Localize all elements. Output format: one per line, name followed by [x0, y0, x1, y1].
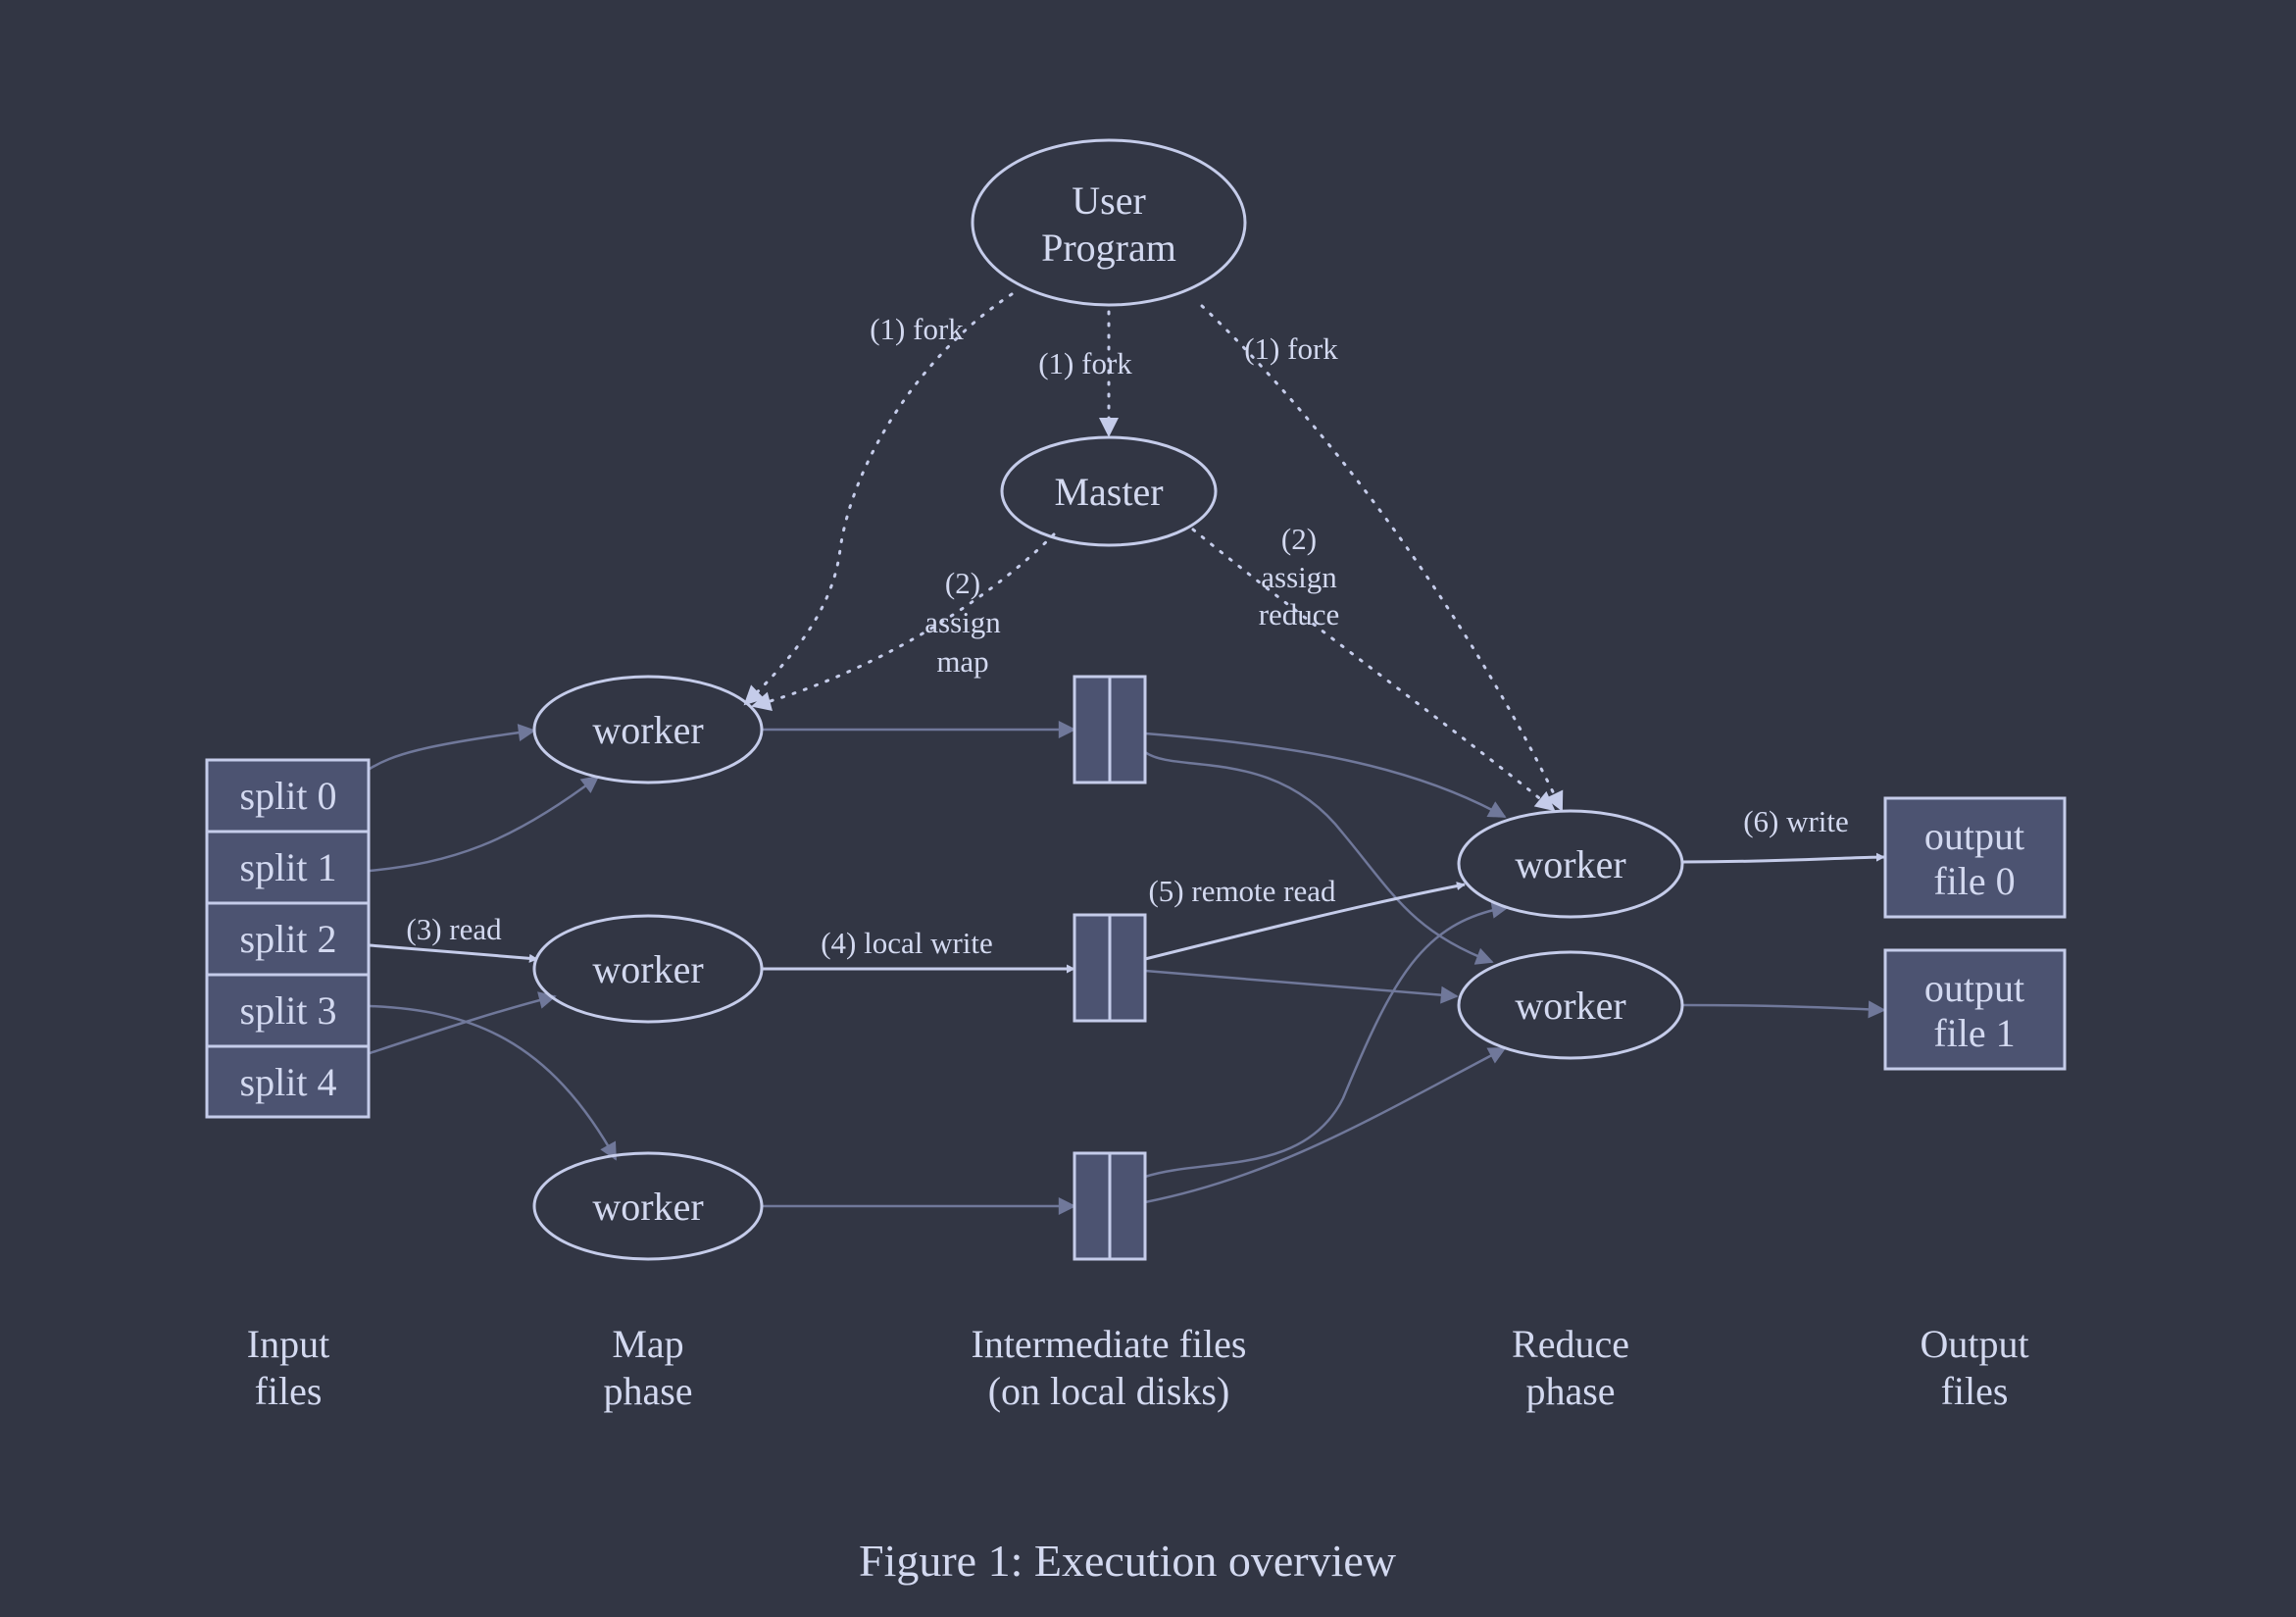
- edge-split1-worker1: [369, 775, 600, 873]
- fork-label-center: (1) fork: [1038, 346, 1132, 380]
- output-file-1-line2: file 1: [1933, 1011, 2015, 1055]
- user-program-label-line2: Program: [1041, 226, 1176, 270]
- input-splits: split 0 split 1 split 2 split 3 split 4: [205, 758, 371, 1119]
- edge-reduce1-output0: [1681, 852, 1885, 864]
- map-worker-3: worker: [532, 1151, 764, 1261]
- master-node: Master: [1000, 435, 1218, 547]
- write-label: (6) write: [1743, 804, 1849, 838]
- output-file-0-line1: output: [1924, 814, 2024, 858]
- edge-split3-worker3: [369, 1004, 618, 1161]
- column-output-line2: files: [1941, 1369, 2009, 1413]
- assign-map-label-line2: assign: [924, 605, 1001, 639]
- map-worker-1-label: worker: [592, 708, 703, 752]
- edge-file1-reduce2: [1144, 750, 1494, 965]
- column-intermediate-line2: (on local disks): [988, 1369, 1230, 1413]
- intermediate-file-1: [1073, 675, 1147, 784]
- split-2-box: [205, 901, 371, 977]
- read-label: (3) read: [406, 912, 502, 946]
- column-input-line1: Input: [247, 1322, 329, 1366]
- reduce-worker-2: worker: [1457, 950, 1684, 1060]
- assign-map-label-line1: (2): [945, 566, 980, 600]
- split-2-label: split 2: [240, 917, 337, 961]
- assign-reduce-label-line2: assign: [1261, 560, 1337, 594]
- split-3-label: split 3: [240, 988, 337, 1033]
- assign-reduce-label-line3: reduce: [1259, 597, 1340, 632]
- split-0-box: [205, 758, 371, 834]
- split-4-box: [205, 1044, 371, 1119]
- fork-label-right: (1) fork: [1244, 331, 1338, 366]
- fork-label-left: (1) fork: [870, 312, 964, 346]
- column-input-line2: files: [255, 1369, 323, 1413]
- edge-split2-worker2: [369, 943, 538, 963]
- split-0-label: split 0: [240, 774, 337, 818]
- split-3-box: [205, 973, 371, 1048]
- assign-reduce-edge: [1191, 528, 1556, 812]
- fork-edge-to-reduce-worker: [1200, 304, 1564, 812]
- map-worker-2-label: worker: [592, 947, 703, 991]
- output-file-0-line2: file 0: [1933, 859, 2015, 903]
- figure-caption: Figure 1: Execution overview: [859, 1536, 1397, 1586]
- output-file-0: output file 0: [1883, 796, 2067, 919]
- column-map-line2: phase: [603, 1369, 692, 1413]
- local-write-label: (4) local write: [821, 926, 993, 960]
- edge-file3-reduce1: [1144, 900, 1510, 1179]
- split-4-label: split 4: [240, 1060, 337, 1104]
- output-file-1: output file 1: [1883, 948, 2067, 1071]
- map-worker-2: worker: [532, 914, 764, 1024]
- reduce-worker-2-label: worker: [1515, 984, 1625, 1028]
- edge-file1-reduce1: [1144, 732, 1507, 819]
- column-output-line1: Output: [1920, 1322, 2028, 1366]
- column-reduce-line1: Reduce: [1512, 1322, 1629, 1366]
- fork-edge-to-map-worker: [743, 292, 1014, 706]
- master-label: Master: [1054, 470, 1163, 514]
- output-file-1-line1: output: [1924, 966, 2024, 1010]
- reduce-worker-1-label: worker: [1515, 842, 1625, 886]
- user-program-node: User Program: [971, 138, 1247, 307]
- remote-read-label: (5) remote read: [1148, 874, 1336, 908]
- reduce-worker-1: worker: [1457, 809, 1684, 919]
- split-1-label: split 1: [240, 845, 337, 889]
- intermediate-file-2: [1073, 913, 1147, 1023]
- edge-file2-reduce1: [1144, 882, 1466, 961]
- user-program-label-line1: User: [1072, 178, 1146, 223]
- column-reduce-line2: phase: [1525, 1369, 1615, 1413]
- assign-map-label-line3: map: [936, 644, 988, 679]
- edge-split0-worker1: [369, 724, 536, 771]
- column-intermediate-line1: Intermediate files: [972, 1322, 1247, 1366]
- intermediate-file-3: [1073, 1151, 1147, 1261]
- map-worker-3-label: worker: [592, 1185, 703, 1229]
- column-map-line1: Map: [612, 1322, 683, 1366]
- edge-file3-reduce2: [1144, 1046, 1507, 1204]
- edge-split4-worker2: [369, 991, 557, 1055]
- edge-reduce2-output1: [1681, 1000, 1886, 1019]
- assign-reduce-label-line1: (2): [1281, 522, 1317, 556]
- edge-file2-reduce2: [1144, 969, 1459, 1004]
- split-1-box: [205, 830, 371, 905]
- map-worker-1: worker: [532, 675, 764, 784]
- assign-map-edge: [751, 532, 1056, 711]
